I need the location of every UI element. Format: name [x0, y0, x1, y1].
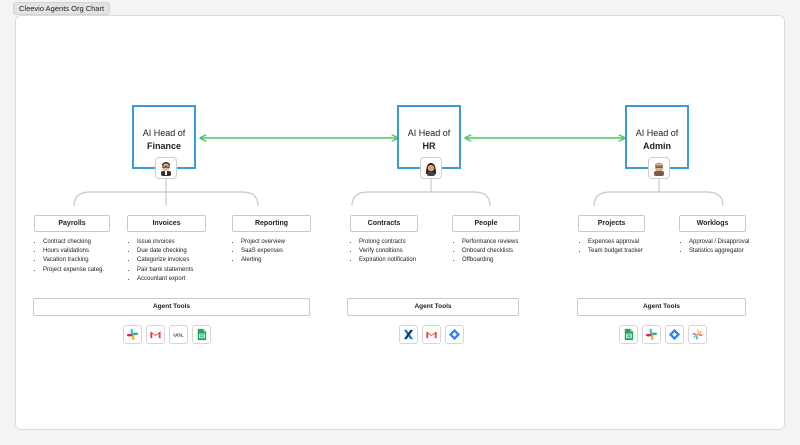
gmail-icon [426, 331, 437, 339]
admin-tree-lines [593, 177, 724, 207]
woman-icon [426, 163, 436, 176]
uol-icon: UOL [173, 333, 183, 339]
category-projects[interactable]: Projects [578, 215, 645, 232]
list-item: Team budget tracker [588, 247, 643, 256]
admin-tool-pinwheel[interactable] [688, 325, 707, 344]
diagram-canvas: AI Head of Finance AI Head of HR AI Head… [15, 15, 785, 430]
head-admin-title: AI Head of [635, 128, 679, 138]
hr-agent-avatar [420, 157, 442, 179]
list-item: Expiration notification [359, 256, 416, 265]
man-glasses-icon [161, 162, 171, 176]
uol-icon-text: UOL [173, 333, 183, 339]
head-admin-department: Admin [643, 141, 671, 151]
category-people[interactable]: People [452, 215, 520, 232]
finance-agent-tools-label: Agent Tools [33, 298, 310, 316]
list-item: Approval / Disapproval [689, 238, 749, 247]
finance-tool-slack[interactable] [123, 325, 142, 344]
x-app-icon [403, 329, 414, 340]
admin-agent-tools-label: Agent Tools [577, 298, 746, 316]
list-item: Vacation tracking [43, 256, 104, 265]
slack-icon [126, 328, 139, 341]
head-hr-title: AI Head of [407, 128, 451, 138]
category-worklogs[interactable]: Worklogs [679, 215, 746, 232]
list-item: Issue invoices [137, 238, 193, 247]
list-item: Hours validations [43, 247, 104, 256]
list-item: Accountant export [137, 275, 193, 284]
gmail-icon [150, 331, 161, 339]
list-item: Onboard checklists [462, 247, 518, 256]
hr-tree-lines [351, 177, 491, 207]
category-reporting[interactable]: Reporting [232, 215, 311, 232]
hr-agent-tools-label: Agent Tools [347, 298, 519, 316]
list-item: Verify conditions [359, 247, 416, 256]
list-item: Prolong contracts [359, 238, 416, 247]
list-item: Pair bank statements [137, 266, 193, 275]
man-beard-icon [654, 162, 664, 176]
list-item: Statistics aggregator [689, 247, 749, 256]
hr-tool-gmail[interactable] [422, 325, 441, 344]
finance-tool-gmail[interactable] [146, 325, 165, 344]
hr-tool-jira[interactable] [445, 325, 464, 344]
finance-agent-avatar [155, 157, 177, 179]
finance-tool-uol[interactable]: UOL [169, 325, 188, 344]
list-item: Performance reviews [462, 238, 518, 247]
list-item: Alerting [241, 256, 285, 265]
org-chart-tab[interactable]: Cleevio Agents Org Chart [13, 2, 111, 15]
admin-tool-google-sheets[interactable] [619, 325, 638, 344]
admin-agent-avatar [648, 157, 670, 179]
list-item: Project expense categ. [43, 266, 104, 275]
payrolls-task-list: Contract checking Hours validations Vaca… [35, 238, 104, 275]
head-finance-department: Finance [146, 141, 181, 151]
category-contracts[interactable]: Contracts [350, 215, 418, 232]
list-item: Due date checking [137, 247, 193, 256]
head-hr-department: HR [422, 141, 436, 151]
pinwheel-icon [691, 328, 704, 341]
slack-icon [645, 328, 658, 341]
google-sheets-icon [197, 328, 207, 341]
contracts-task-list: Prolong contracts Verify conditions Expi… [351, 238, 416, 266]
finance-tree-lines [73, 177, 259, 207]
list-item: Categorize invoices [137, 256, 193, 265]
list-item: Contract checking [43, 238, 104, 247]
hr-tool-x-app[interactable] [399, 325, 418, 344]
head-finance-title: AI Head of [142, 128, 186, 138]
connector-lines [73, 16, 724, 207]
jira-icon [668, 328, 681, 341]
invoices-task-list: Issue invoices Due date checking Categor… [129, 238, 193, 284]
admin-tool-jira[interactable] [665, 325, 684, 344]
reporting-task-list: Project overview SaaS expenses Alerting [233, 238, 285, 266]
finance-tool-google-sheets[interactable] [192, 325, 211, 344]
worklogs-task-list: Approval / Disapproval Statistics aggreg… [681, 238, 749, 256]
google-sheets-icon [624, 328, 634, 341]
list-item: Project overview [241, 238, 285, 247]
jira-icon [448, 328, 461, 341]
projects-task-list: Expenses approval Team budget tracker [580, 238, 643, 256]
category-payrolls[interactable]: Payrolls [34, 215, 110, 232]
category-invoices[interactable]: Invoices [127, 215, 206, 232]
list-item: Expenses approval [588, 238, 643, 247]
admin-tool-slack[interactable] [642, 325, 661, 344]
list-item: Offboarding [462, 256, 518, 265]
people-task-list: Performance reviews Onboard checklists O… [454, 238, 518, 266]
list-item: SaaS expenses [241, 247, 285, 256]
